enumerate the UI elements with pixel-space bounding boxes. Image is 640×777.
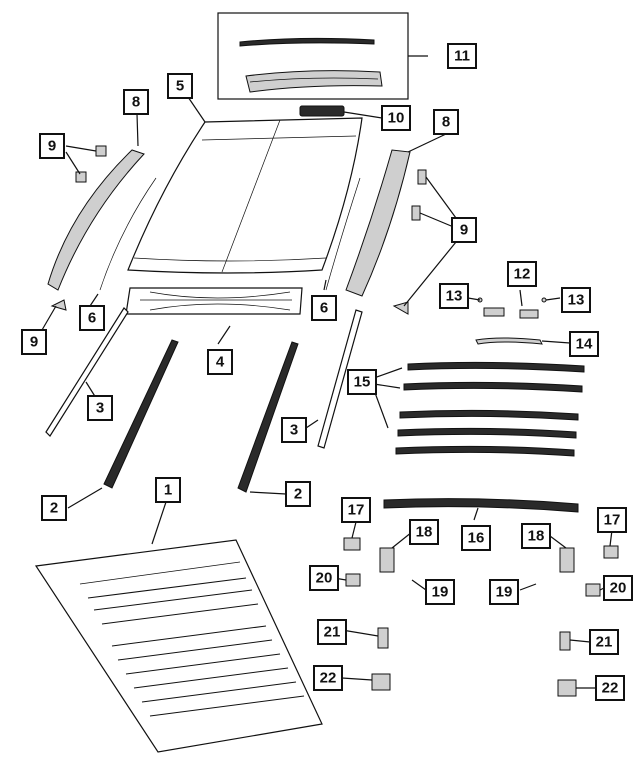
callout-19-left: 19: [425, 579, 455, 605]
callout-6-left: 6: [79, 305, 105, 331]
svg-text:19: 19: [432, 584, 449, 601]
part-2-right-seal: [237, 341, 299, 493]
part-10-trim: [299, 105, 345, 117]
callout-19-right: 19: [489, 579, 519, 605]
svg-text:16: 16: [468, 530, 485, 547]
part-3-right-seal: [317, 309, 363, 449]
callout-1: 1: [155, 477, 181, 503]
svg-text:5: 5: [176, 78, 184, 95]
callout-17-right: 17: [597, 507, 627, 533]
callout-13-left: 13: [439, 283, 469, 309]
part-3-left-seal: [45, 307, 129, 437]
svg-text:17: 17: [348, 502, 365, 519]
part-1-headliner-assembly: [34, 539, 323, 753]
svg-text:20: 20: [610, 580, 627, 597]
callout-8-right: 8: [433, 109, 459, 135]
callout-12: 12: [507, 261, 537, 287]
callout-20-left: 20: [309, 565, 339, 591]
svg-text:9: 9: [30, 334, 38, 351]
part-17-22-hardware: [343, 537, 619, 697]
part-2-left-seal: [103, 339, 179, 489]
callout-9-top-left: 9: [39, 133, 65, 159]
callout-22-left: 22: [313, 665, 343, 691]
part-6-left-strip: [99, 177, 157, 291]
svg-text:17: 17: [604, 512, 621, 529]
svg-text:21: 21: [596, 634, 613, 651]
part-11-inset: [217, 12, 409, 100]
svg-text:12: 12: [514, 266, 531, 283]
callout-9-bottom-left: 9: [21, 329, 47, 355]
part-6-right-strip: [325, 177, 361, 291]
callout-11: 11: [447, 43, 477, 69]
callout-18-right: 18: [521, 523, 551, 549]
part-8-left-rail: [47, 149, 145, 291]
svg-text:1: 1: [164, 482, 172, 499]
callout-2-left: 2: [41, 495, 67, 521]
svg-text:10: 10: [388, 110, 405, 127]
part-8-right-rail: [345, 149, 411, 297]
svg-text:8: 8: [442, 114, 450, 131]
callout-15: 15: [347, 369, 377, 395]
callout-17-left: 17: [341, 497, 371, 523]
part-5-roof-panel: [127, 117, 363, 274]
svg-text:20: 20: [316, 570, 333, 587]
svg-text:9: 9: [48, 138, 56, 155]
part-4-headliner: [125, 287, 303, 315]
svg-text:14: 14: [576, 336, 593, 353]
svg-text:6: 6: [88, 310, 96, 327]
svg-text:15: 15: [354, 374, 371, 391]
callout-8-left: 8: [123, 89, 149, 115]
svg-text:13: 13: [446, 288, 463, 305]
svg-text:18: 18: [416, 524, 433, 541]
callout-3-left: 3: [87, 395, 113, 421]
svg-text:22: 22: [602, 680, 619, 697]
svg-text:21: 21: [324, 624, 341, 641]
svg-text:6: 6: [320, 300, 328, 317]
svg-text:22: 22: [320, 670, 337, 687]
callout-18-left: 18: [409, 519, 439, 545]
part-9-clips: [50, 145, 427, 315]
callout-21-right: 21: [589, 629, 619, 655]
callout-13-right: 13: [561, 287, 591, 313]
part-15-bows: [395, 361, 585, 457]
callout-2-right: 2: [285, 481, 311, 507]
callout-21-left: 21: [317, 619, 347, 645]
svg-text:18: 18: [528, 528, 545, 545]
callout-5: 5: [167, 73, 193, 99]
svg-text:19: 19: [496, 584, 513, 601]
svg-text:8: 8: [132, 94, 140, 111]
callout-4: 4: [207, 349, 233, 375]
callout-3-right: 3: [281, 417, 307, 443]
svg-text:13: 13: [568, 292, 585, 309]
callout-22-right: 22: [595, 675, 625, 701]
svg-text:3: 3: [290, 422, 298, 439]
callout-9-right: 9: [451, 217, 477, 243]
part-12-13-14-hardware: [475, 297, 547, 345]
svg-text:2: 2: [294, 486, 302, 503]
callout-16: 16: [461, 525, 491, 551]
callout-6-right: 6: [311, 295, 337, 321]
svg-text:2: 2: [50, 500, 58, 517]
callout-10: 10: [381, 105, 411, 131]
callout-14: 14: [569, 331, 599, 357]
svg-text:3: 3: [96, 400, 104, 417]
svg-text:11: 11: [454, 48, 470, 65]
svg-text:4: 4: [216, 354, 225, 371]
part-16-bow: [383, 498, 579, 513]
svg-text:9: 9: [460, 222, 468, 239]
callout-20-right: 20: [603, 575, 633, 601]
